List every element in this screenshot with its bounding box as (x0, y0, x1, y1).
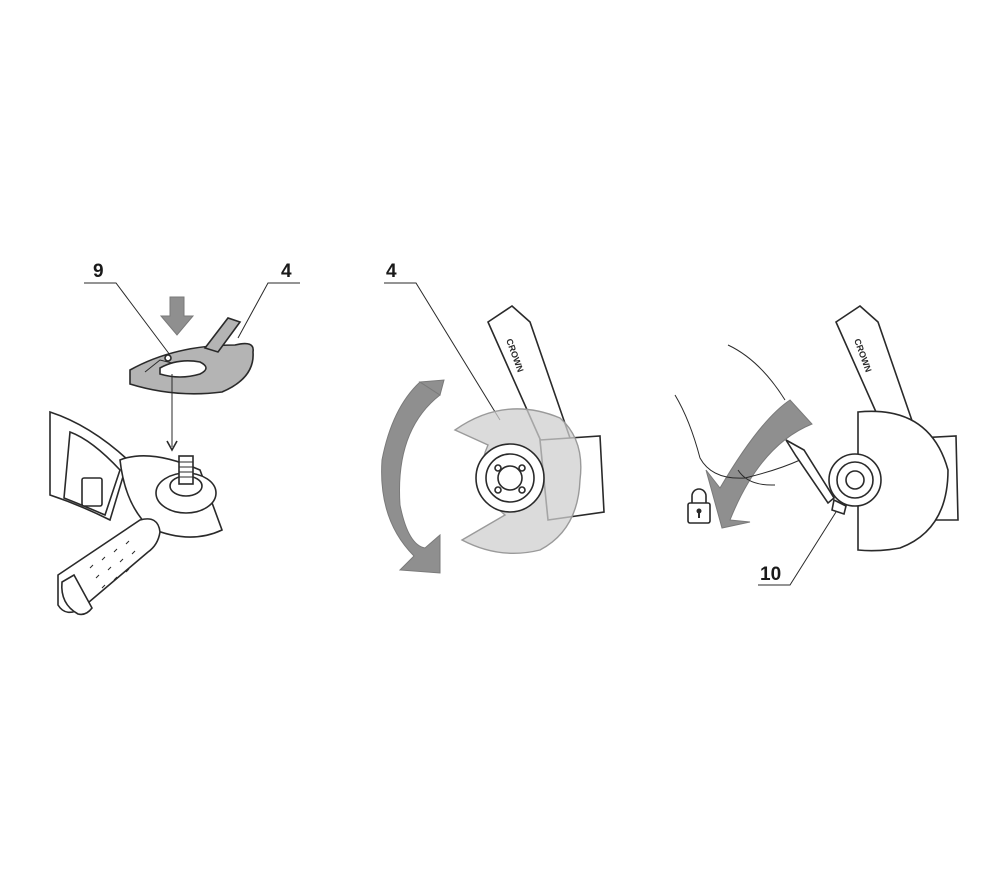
rotate-arrow-icon (381, 381, 441, 574)
guard-fixed (857, 410, 949, 552)
down-arrow-icon (159, 296, 195, 336)
callout-9: 9 (93, 261, 104, 282)
lock-arrow-icon (705, 399, 813, 529)
panel-1: 9 4 (49, 261, 300, 616)
panel-2: 4 CROWN (381, 261, 605, 574)
hand (674, 344, 801, 486)
screwdriver (785, 439, 836, 505)
panel-3: CROWN 10 (674, 304, 959, 586)
callout-10: 10 (760, 564, 781, 585)
callout-9-leader (84, 282, 171, 356)
callout-4-leader (237, 282, 300, 339)
callout-4: 4 (386, 261, 397, 282)
guard (129, 317, 254, 395)
callout-10-leader (758, 511, 837, 586)
lock-icon (687, 488, 711, 524)
grinder-1 (49, 410, 224, 616)
callout-4: 4 (281, 261, 292, 282)
callout-4-leader (384, 282, 501, 421)
